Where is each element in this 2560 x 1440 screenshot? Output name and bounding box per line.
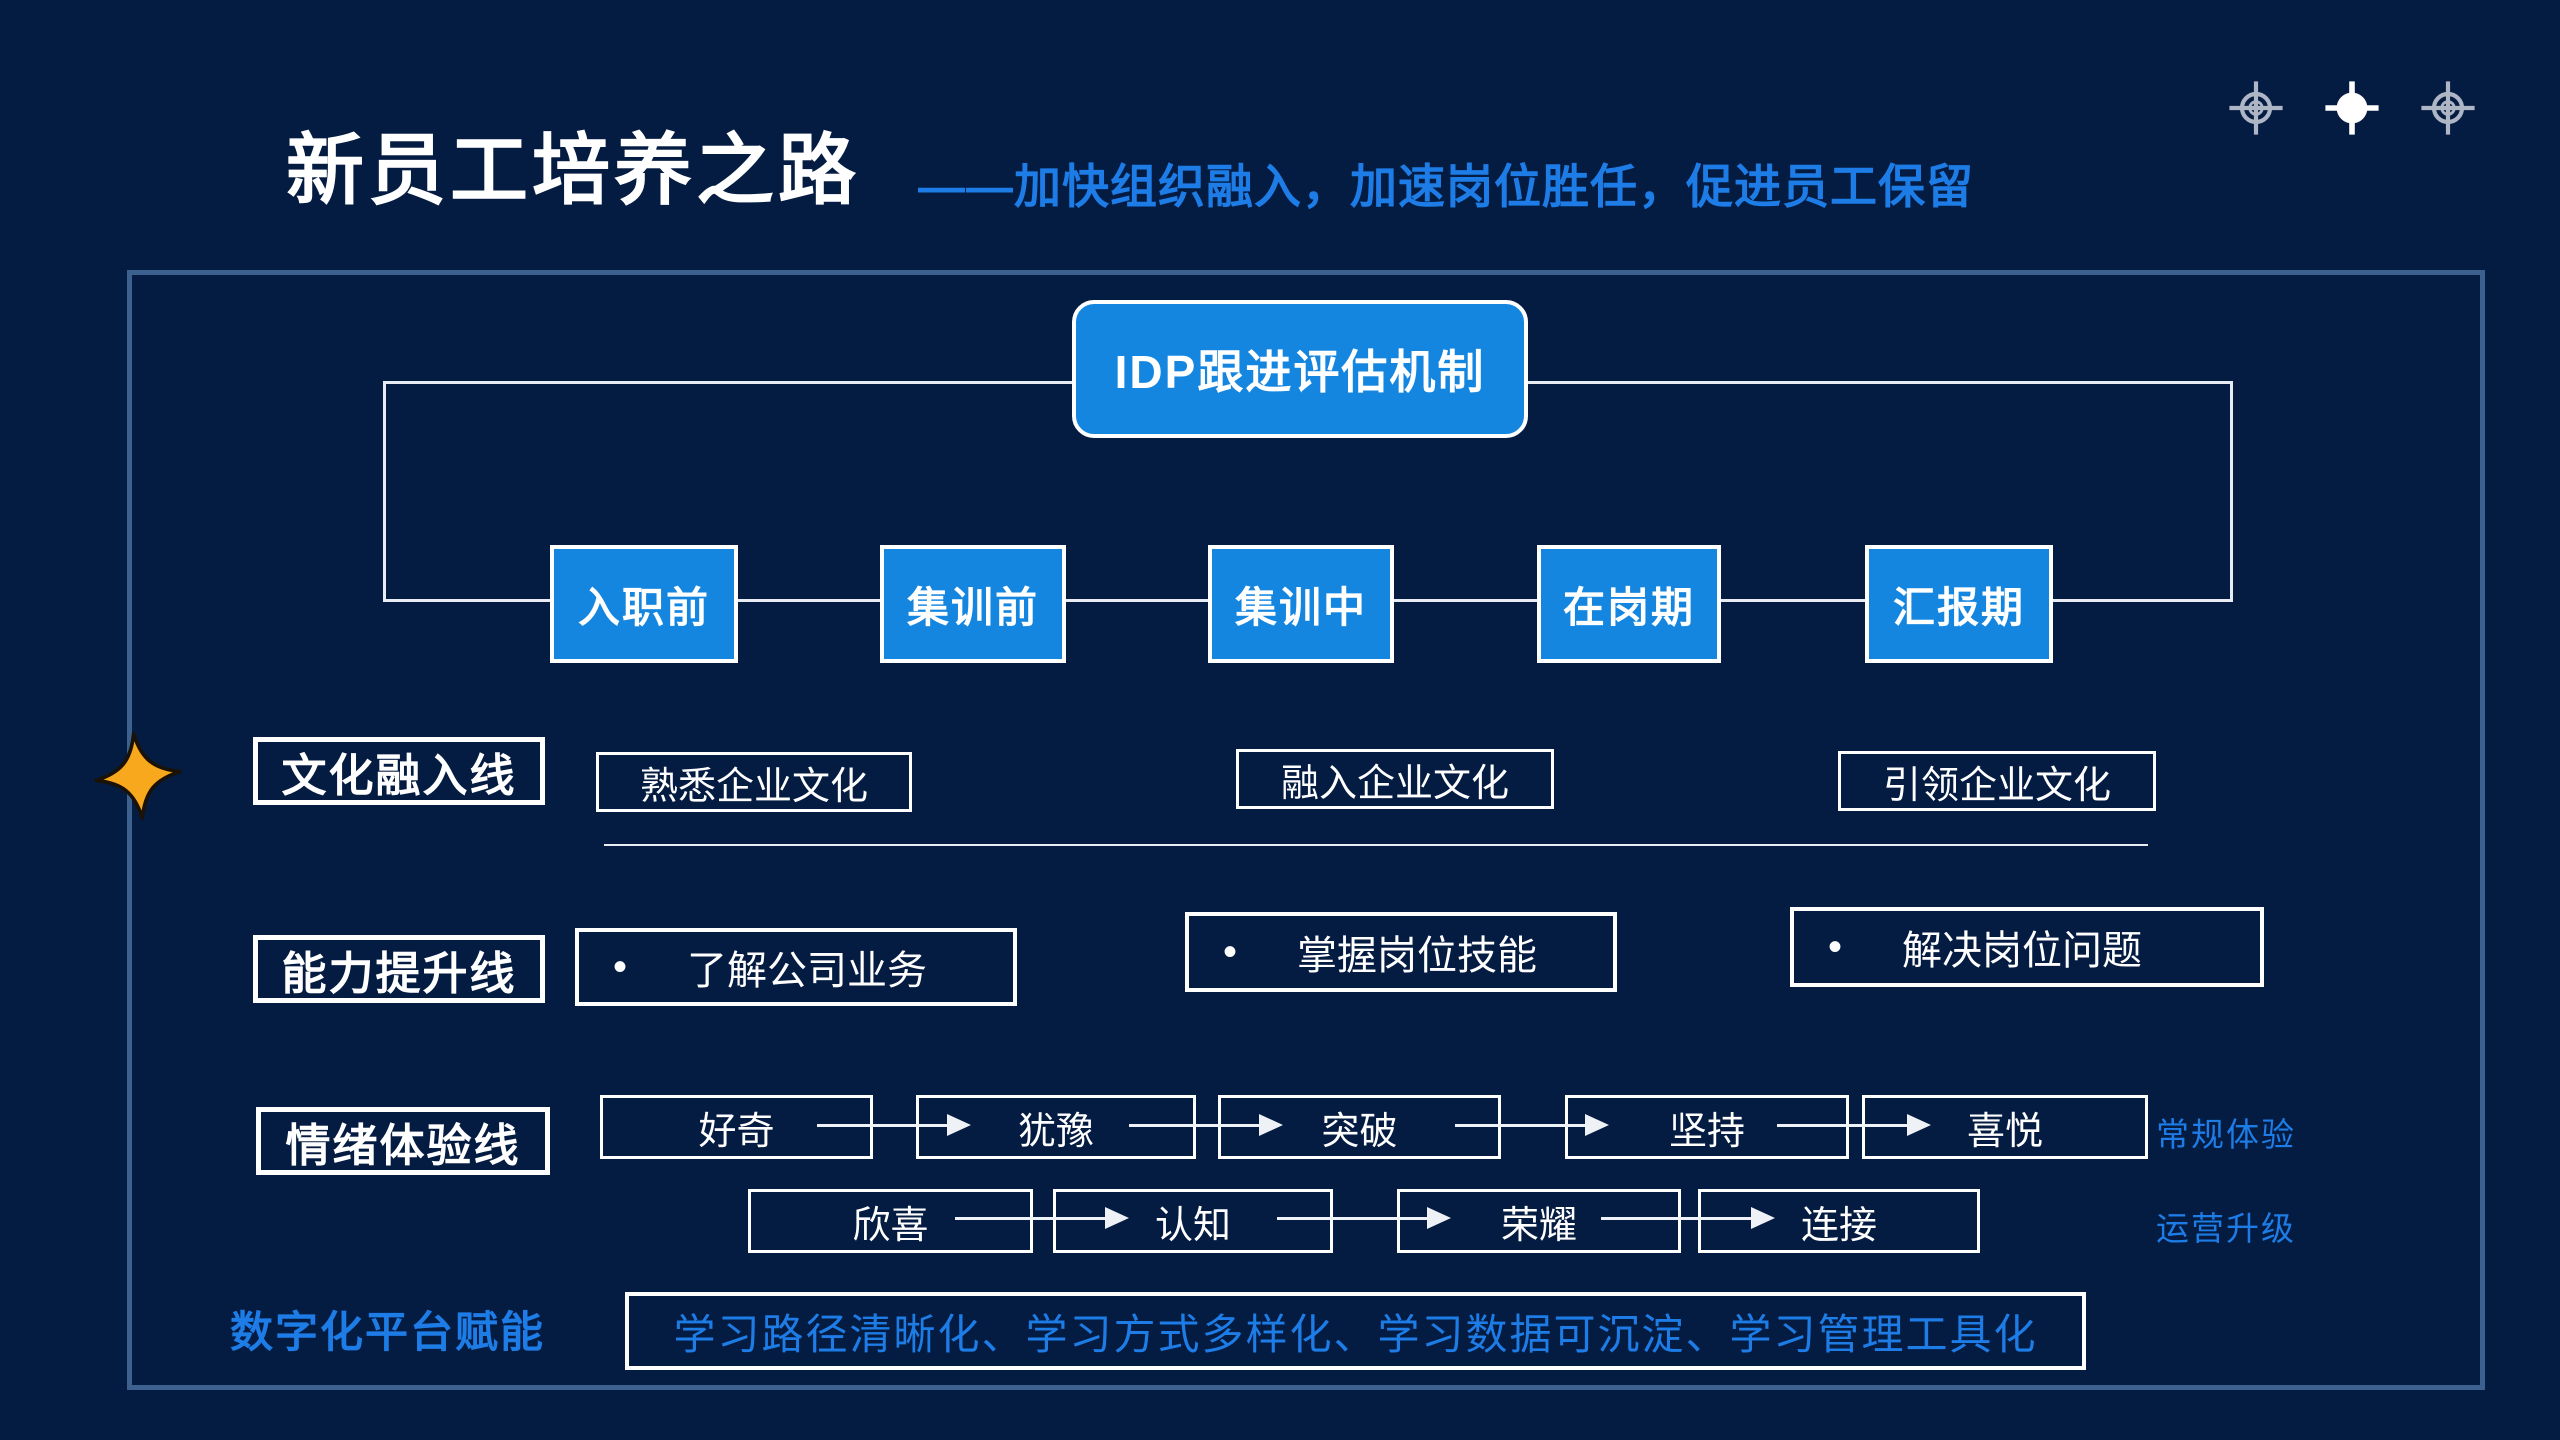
emotion-node: 连接 [1698,1189,1980,1253]
footer-label: 数字化平台赋能 [230,1309,545,1357]
culture-item: 熟悉企业文化 [596,752,912,812]
emotion-node: 坚持 [1565,1095,1849,1159]
track-label-culture: 文化融入线 [253,737,545,805]
culture-item: 引领企业文化 [1838,751,2156,811]
emotion-node: 好奇 [600,1095,873,1159]
stage-node-in-training: 集训中 [1208,545,1394,663]
emotion-node: 欣喜 [748,1189,1033,1253]
track-label-emotion: 情绪体验线 [256,1107,550,1175]
star-icon [93,731,183,826]
connector-line [1520,381,2230,384]
emotion-node: 喜悦 [1862,1095,2148,1159]
stage-node-on-job: 在岗期 [1537,545,1721,663]
flow-arrow [955,1207,1129,1229]
flow-arrow [1601,1207,1775,1229]
flow-arrow [1455,1114,1609,1136]
target-dot-icon[interactable] [2324,80,2380,136]
divider-line [604,844,2148,846]
ability-item: • 掌握岗位技能 [1185,912,1617,992]
flow-arrow [817,1114,971,1136]
diagram-panel [127,270,2485,1390]
page-subtitle: ——加快组织融入，加速岗位胜任，促进员工保留 [918,160,1974,213]
page-title: 新员工培养之路 [286,126,861,214]
track-label-ability: 能力提升线 [253,935,545,1003]
bullet-icon: • [1828,924,1843,969]
emotion-node: 突破 [1218,1095,1501,1159]
stage-node-pre-onboard: 入职前 [550,545,738,663]
connector-line [383,381,1072,384]
ability-item: • 了解公司业务 [575,928,1017,1006]
tag-operation-upgrade: 运营升级 [2156,1210,2296,1247]
connector-line [383,381,386,601]
tag-regular-experience: 常规体验 [2156,1116,2296,1153]
header-decoration-icons [2228,80,2476,136]
ability-item-text: 了解公司业务 [687,949,928,993]
footer-content-box: 学习路径清晰化、学习方式多样化、学习数据可沉淀、学习管理工具化 [625,1292,2086,1370]
flow-arrow [1277,1207,1451,1229]
crosshair-icon[interactable] [2420,80,2476,136]
stage-node-reporting: 汇报期 [1865,545,2053,663]
emotion-node: 认知 [1053,1189,1333,1253]
bullet-icon: • [1223,929,1238,974]
idp-node: IDP跟进评估机制 [1072,300,1528,438]
bullet-icon: • [613,944,628,989]
flow-arrow [1777,1114,1931,1136]
crosshair-icon[interactable] [2228,80,2284,136]
stage-node-pre-training: 集训前 [880,545,1066,663]
ability-item-text: 解决岗位问题 [1902,929,2143,973]
ability-item-text: 掌握岗位技能 [1297,934,1538,978]
connector-line [2230,381,2233,601]
flow-arrow [1129,1114,1283,1136]
ability-item: • 解决岗位问题 [1790,907,2264,987]
culture-item: 融入企业文化 [1236,749,1554,809]
